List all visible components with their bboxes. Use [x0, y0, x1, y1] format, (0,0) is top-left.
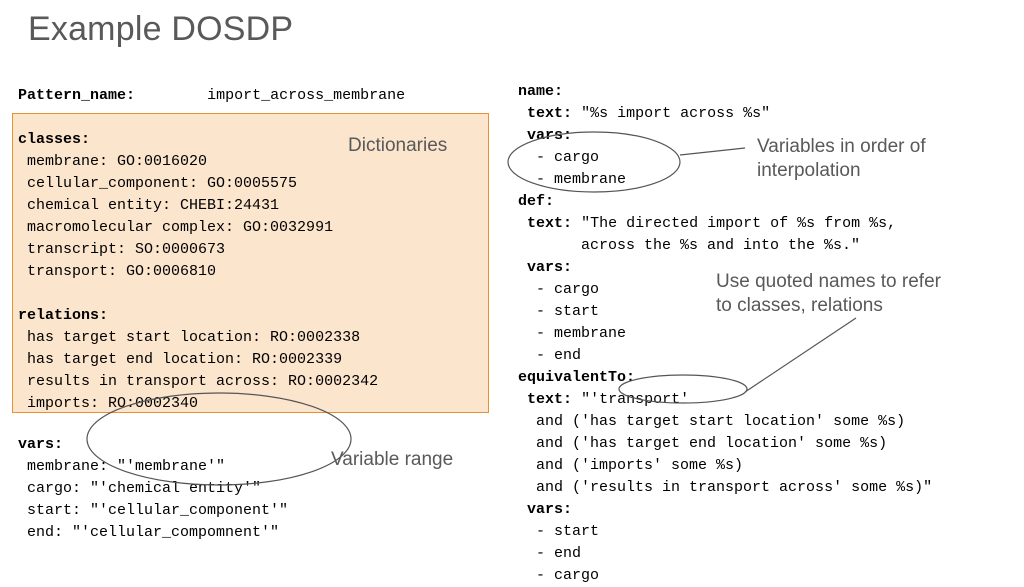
variable-range-label: Variable range: [331, 449, 454, 470]
var-item: start: "'cellular_component'": [27, 502, 289, 519]
name-vars-connector: [679, 147, 746, 156]
class-item: chemical entity: CHEBI:24431: [27, 197, 280, 214]
def-text-line: "The directed import of %s from %s,: [581, 215, 897, 232]
pattern-name-value: import_across_membrane: [207, 87, 406, 104]
def-var-item: - end: [536, 347, 582, 364]
equivalent-line: and ('results in transport across' some …: [536, 479, 933, 496]
def-var-item: - membrane: [536, 325, 627, 342]
dictionaries-label: Dictionaries: [348, 135, 448, 156]
eq-var-item: - start: [536, 523, 600, 540]
relations-header: relations: [18, 307, 100, 324]
relation-item: has target end location: RO:0002339: [27, 351, 343, 368]
name-var-item: - cargo: [536, 149, 600, 166]
relation-item: imports: RO:0002340: [27, 395, 199, 412]
var-item: membrane: "'membrane'": [27, 458, 226, 475]
pattern-name-line: Pattern_name: import_across_membrane: [18, 87, 406, 104]
transport-connector: [744, 317, 857, 393]
classes-block: classes: membrane: GO:0016020 cellular_c…: [18, 131, 379, 412]
equivalent-line: and ('imports' some %s): [536, 457, 744, 474]
dictionaries-box: [12, 113, 489, 413]
relation-item: has target start location: RO:0002338: [27, 329, 361, 346]
eq-var-item: - end: [536, 545, 582, 562]
pattern-name-key: Pattern_name: [18, 87, 127, 104]
pattern-definition-block: name: text: "%s import across %s" vars: …: [518, 83, 933, 584]
equivalent-text-value: "'transport': [581, 391, 690, 408]
transport-ellipse: [618, 374, 748, 404]
equivalent-line: and ('has target end location' some %s): [536, 435, 888, 452]
vars-block: vars: membrane: "'membrane'" cargo: "'ch…: [18, 436, 289, 541]
class-item: cellular_component: GO:0005575: [27, 175, 298, 192]
vars-header: vars: [18, 436, 55, 453]
def-key: def: [518, 193, 546, 210]
class-item: macromolecular complex: GO:0032991: [27, 219, 334, 236]
variable-range-ellipse: [86, 392, 352, 486]
def-var-item: - cargo: [536, 281, 600, 298]
classes-header: classes: [18, 131, 82, 148]
name-text-value: "%s import across %s": [581, 105, 771, 122]
var-item: end: "'cellular_compomnent'": [27, 524, 280, 541]
name-var-item: - membrane: [536, 171, 627, 188]
class-item: transport: GO:0006810: [27, 263, 217, 280]
page-title: Example DOSDP: [28, 10, 294, 48]
name-vars-ellipse: [507, 131, 681, 193]
equivalent-to-key: equivalentTo: [518, 369, 627, 386]
name-key: name: [518, 83, 555, 100]
equivalent-line: and ('has target start location' some %s…: [536, 413, 906, 430]
var-item: cargo: "'chemical entity'": [27, 480, 262, 497]
class-item: transcript: SO:0000673: [27, 241, 226, 258]
def-text-line: across the %s and into the %s.": [581, 237, 861, 254]
def-var-item: - start: [536, 303, 600, 320]
relation-item: results in transport across: RO:0002342: [27, 373, 379, 390]
class-item: membrane: GO:0016020: [27, 153, 208, 170]
